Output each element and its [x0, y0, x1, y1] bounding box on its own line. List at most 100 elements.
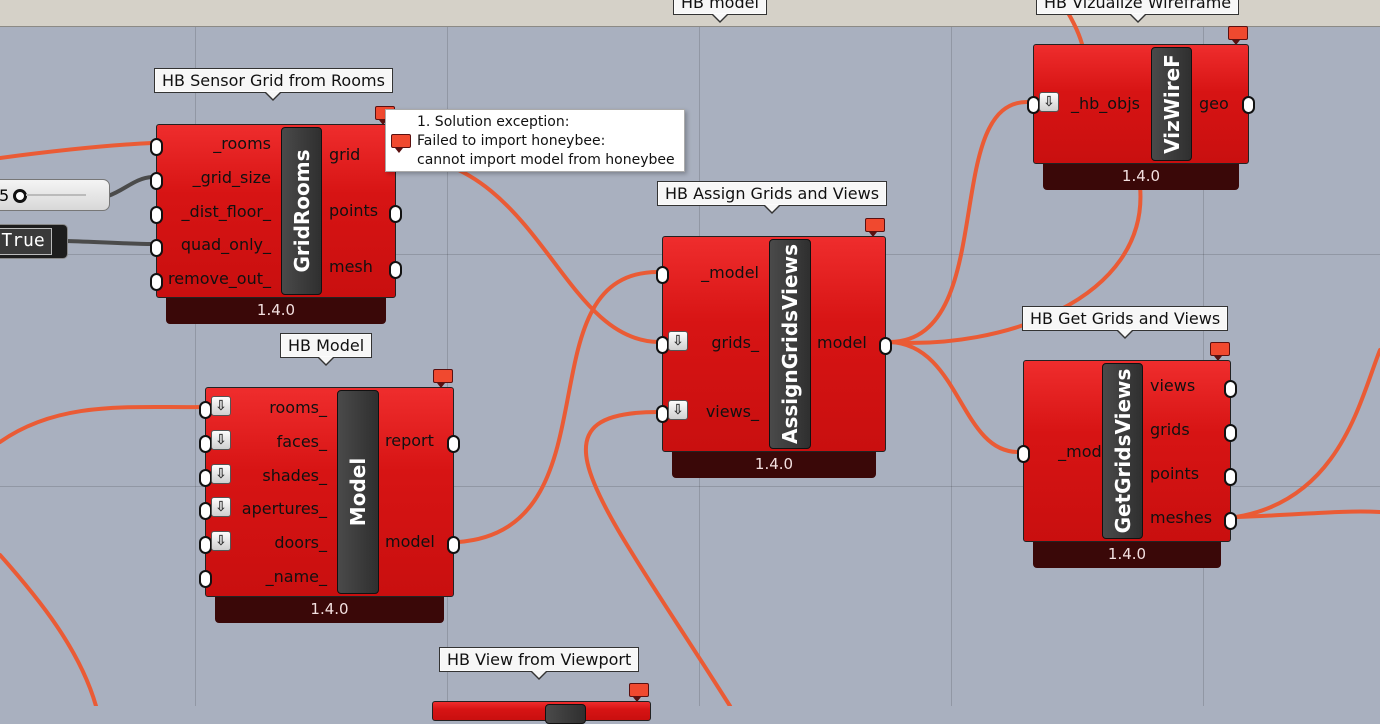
output-model: model [385, 532, 435, 551]
component-center-viewport[interactable] [545, 704, 586, 724]
component-center-gridrooms[interactable]: GridRooms [281, 127, 322, 295]
input-model: _model [701, 263, 759, 282]
version-get-grids: 1.4.0 [1033, 542, 1221, 568]
input-rooms: _rooms [213, 134, 271, 153]
output-geo: geo [1199, 94, 1229, 113]
output-grip-mesh[interactable] [389, 261, 402, 279]
output-grip-meshes[interactable] [1224, 512, 1237, 530]
label-sensor-grid: HB Sensor Grid from Rooms [154, 68, 393, 101]
component-center-assign[interactable]: AssignGridsViews [769, 239, 811, 449]
warning-icon[interactable] [629, 683, 649, 702]
component-center-getgrids[interactable]: GetGridsViews [1102, 363, 1143, 539]
component-view-from-viewport[interactable] [432, 683, 651, 724]
label-get-grids-views: HB Get Grids and Views [1022, 306, 1229, 339]
label-hb-model: HB Model [280, 333, 373, 366]
version-sensor-grid: 1.4.0 [166, 298, 386, 324]
toggle-value: True [0, 228, 52, 255]
warning-icon [391, 134, 411, 153]
input-faces: faces_ [276, 432, 327, 451]
nickname-vizwire: VizWireF [1159, 54, 1184, 154]
output-mesh: mesh [329, 257, 373, 276]
input-grip-remove-out[interactable] [150, 273, 163, 291]
input-model: _model [1058, 442, 1116, 461]
wire-right-edge [1234, 348, 1380, 519]
input-grip-quad-only[interactable] [150, 239, 163, 257]
output-points: points [1150, 464, 1200, 483]
input-doors: doors_ [274, 533, 327, 552]
output-views: views [1150, 376, 1196, 395]
component-assign-grids-views[interactable]: ⇩ ⇩ _model grids_ views_ AssignGridsView… [656, 218, 892, 452]
component-hb-model[interactable]: ⇩ ⇩ ⇩ ⇩ ⇩ rooms_ faces_ shades_ aperture… [199, 369, 460, 597]
top-label-viz-wireframe: HB Vizualize Wireframe [1036, 0, 1240, 23]
output-grip-model[interactable] [447, 536, 460, 554]
slider-track [26, 194, 86, 196]
output-grip-grids[interactable] [1224, 424, 1237, 442]
output-grip-geo[interactable] [1242, 96, 1255, 114]
label-view-from-viewport: HB View from Viewport [439, 647, 640, 680]
error-tooltip: 1. Solution exception: Failed to import … [385, 109, 685, 172]
component-sensor-grid[interactable]: _rooms _grid_size _dist_floor_ quad_only… [150, 106, 402, 298]
warning-icon[interactable] [865, 218, 885, 237]
flatten-icon[interactable]: ⇩ [668, 400, 688, 420]
output-report: report [385, 431, 434, 450]
flatten-icon[interactable]: ⇩ [211, 531, 231, 551]
nickname-gridrooms: GridRooms [289, 149, 314, 273]
warning-icon[interactable] [1228, 26, 1248, 45]
output-points: points [329, 201, 379, 220]
nickname-assign: AssignGridsViews [778, 244, 802, 444]
output-grip-model[interactable] [879, 337, 892, 355]
nickname-model: Model [346, 457, 370, 527]
boolean-toggle[interactable]: True [0, 224, 68, 259]
wire-slider-gridsize [106, 175, 154, 198]
flatten-icon[interactable]: ⇩ [211, 464, 231, 484]
component-get-grids-views[interactable]: _model GetGridsViews views grids points … [1017, 342, 1237, 542]
version-assign: 1.4.0 [672, 452, 876, 478]
wire-rooms-in [0, 141, 154, 160]
warning-icon[interactable] [1210, 342, 1230, 361]
wire-toggle-quad [64, 239, 154, 246]
output-grids: grids [1150, 420, 1190, 439]
input-grip-dist-floor[interactable] [150, 206, 163, 224]
flatten-icon[interactable]: ⇩ [668, 331, 688, 351]
tooltip-line-3: cannot import model from honeybee [417, 152, 675, 168]
input-grip-name[interactable] [199, 570, 212, 588]
input-remove-out: remove_out_ [168, 269, 271, 288]
wire-grid-to-assign [396, 153, 660, 344]
top-label-hb-model: HB model [673, 0, 767, 23]
input-grip-rooms[interactable] [150, 138, 163, 156]
wire-bottom-left [0, 553, 98, 706]
input-grip-grid-size[interactable] [150, 172, 163, 190]
output-grip-points[interactable] [1224, 468, 1237, 486]
component-center-model[interactable]: Model [337, 390, 379, 594]
input-name: _name_ [265, 567, 327, 586]
version-vizwire: 1.4.0 [1043, 164, 1239, 190]
flatten-icon[interactable]: ⇩ [211, 497, 231, 517]
component-center-vizwire[interactable]: VizWireF [1151, 47, 1192, 161]
wire-model-to-assign [456, 270, 660, 544]
output-meshes: meshes [1150, 508, 1213, 527]
input-views: views_ [705, 402, 759, 421]
input-grip-model[interactable] [656, 266, 669, 284]
input-grip-model[interactable] [1017, 445, 1030, 463]
flatten-icon[interactable]: ⇩ [211, 396, 231, 416]
nickname-getgrids: GetGridsViews [1110, 368, 1135, 534]
output-grip-report[interactable] [447, 435, 460, 453]
warning-icon[interactable] [433, 369, 453, 388]
output-model: model [817, 333, 867, 352]
tooltip-line-2: Failed to import honeybee: [417, 133, 606, 149]
output-grip-points[interactable] [389, 205, 402, 223]
version-hb-model: 1.4.0 [215, 597, 444, 623]
input-hb-objs: _hb_objs [1070, 94, 1140, 113]
input-apertures: apertures_ [241, 499, 327, 518]
flatten-icon[interactable]: ⇩ [211, 430, 231, 450]
input-dist-floor: _dist_floor_ [181, 202, 271, 221]
component-viz-wireframe[interactable]: ⇩ _hb_objs VizWireF geo [1027, 26, 1255, 164]
slider-knob[interactable] [13, 189, 27, 203]
wire-meshes-out [1234, 509, 1380, 519]
number-slider[interactable]: 5 [0, 179, 110, 211]
wire-view-to-assign [584, 410, 732, 706]
flatten-icon[interactable]: ⇩ [1039, 92, 1059, 112]
tooltip-line-1: 1. Solution exception: [417, 114, 570, 130]
output-grip-views[interactable] [1224, 380, 1237, 398]
